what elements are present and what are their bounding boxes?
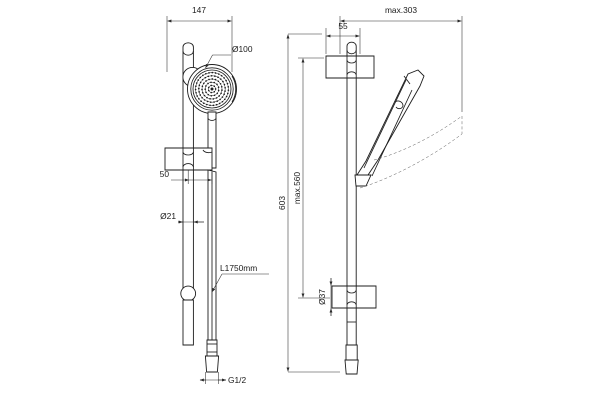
dim-label-hose-length: L1750mm	[220, 263, 257, 273]
dim-label-g12: G1/2	[228, 375, 246, 385]
dim-label-max303: max.303	[385, 5, 417, 15]
dim-label-50: 50	[160, 169, 170, 179]
front-view-group: 147 Ø100 50 Ø21 L1750mm	[160, 5, 269, 385]
dim-dia21: Ø21	[160, 211, 204, 224]
dim-label-dia21: Ø21	[160, 211, 176, 221]
side-lower-bracket	[331, 285, 377, 309]
side-swivel-range	[359, 115, 463, 189]
dim-label-603: 603	[277, 196, 287, 210]
dim-dia37: Ø37	[317, 278, 333, 316]
dim-g12: G1/2	[199, 372, 246, 385]
side-rail	[341, 41, 362, 375]
dim-55: 55	[325, 21, 361, 54]
side-upper-bracket	[325, 55, 375, 79]
dim-50: 50	[160, 169, 213, 184]
front-slider-bracket	[164, 147, 213, 171]
side-view-group: max.303 55 603 max.560 Ø37	[277, 5, 463, 375]
dim-label-dia37: Ø37	[317, 289, 327, 305]
dim-max560: max.560	[292, 57, 330, 299]
spray-nozzle-pattern	[194, 71, 230, 107]
dim-label-max560: max.560	[292, 172, 302, 204]
front-hose	[204, 169, 220, 373]
dim-label-dia100: Ø100	[232, 44, 253, 54]
dim-dia100: Ø100	[205, 44, 253, 69]
dim-603: 603	[277, 33, 340, 373]
dim-label-55: 55	[338, 21, 348, 31]
side-hand-shower	[354, 69, 425, 187]
front-shower-head	[187, 64, 237, 114]
dim-label-147: 147	[192, 5, 206, 15]
dim-147: 147	[166, 5, 233, 72]
dim-hose-length: L1750mm	[211, 263, 269, 293]
